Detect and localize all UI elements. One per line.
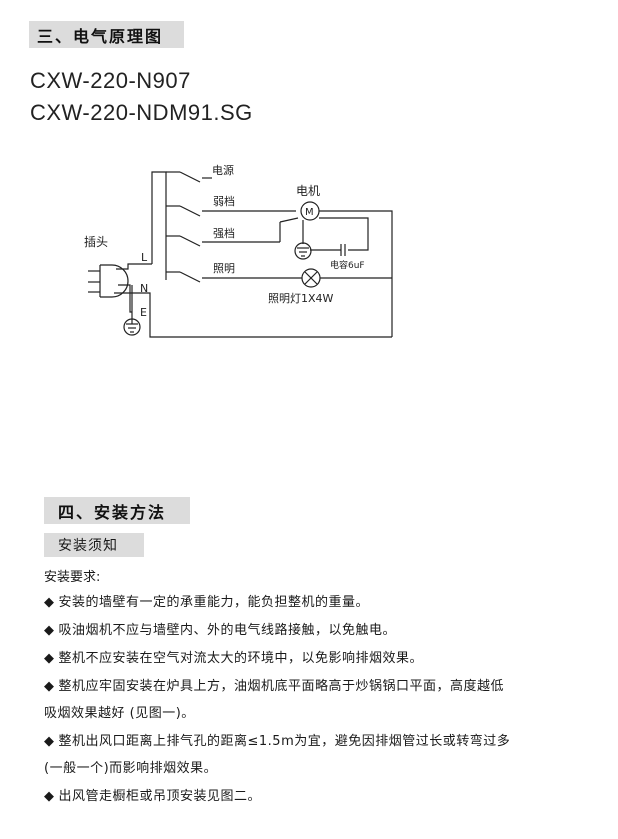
bullet-icon: ◆ [44,595,55,610]
bullet-icon: ◆ [44,789,55,804]
switch-power-label: 电源 [212,163,234,177]
bullet-icon: ◆ [44,734,55,749]
list-item-text: 整机应牢固安装在炉具上方，油烟机底平面略高于炒锅锅口平面，高度越低 [58,679,505,694]
list-item: ◆整机应牢固安装在炉具上方，油烟机底平面略高于炒锅锅口平面，高度越低 [44,672,594,701]
list-item: ◆整机出风口距离上排气孔的距离≤1.5m为宜，避免因排烟管过长或转弯过多 [44,727,594,756]
list-item: ◆安装的墙壁有一定的承重能力，能负担整机的重量。 [44,588,594,617]
motor-symbol-letter: M [305,207,314,218]
list-item-text: 整机不应安装在空气对流太大的环境中，以免影响排烟效果。 [58,651,424,666]
wiring-diagram: 插头 L N E 电源 弱档 强档 照 [84,163,393,338]
ground-symbol-plug [123,318,141,336]
ground-symbol-motor [294,242,312,260]
list-item: ◆整机不应安装在空气对流太大的环境中，以免影响排烟效果。 [44,644,594,673]
lamp-label: 照明灯1X4W [268,292,334,305]
section-4-subheading: 安装须知 [44,533,144,557]
section-3-heading: 三、电气原理图 [29,21,184,48]
model-number-2: CXW-220-NDM91.SG [30,100,253,125]
list-item-text: 整机出风口距离上排气孔的距离≤1.5m为宜，避免因排烟管过长或转弯过多 [58,734,511,749]
terminal-l-label: L [141,251,148,264]
model-number-1: CXW-220-N907 [30,68,191,93]
section-4-heading: 四、安装方法 [44,497,190,524]
motor-label: 电机 [296,184,320,198]
switch-low [166,205,296,217]
bullet-icon: ◆ [44,651,55,666]
bullet-icon: ◆ [44,679,55,694]
terminal-n-label: N [140,282,148,295]
switch-low-label: 弱档 [213,194,235,208]
list-item-text: 吸烟效果越好 (见图一)。 [44,706,195,721]
capacitor-symbol [310,244,346,256]
switch-light-label: 照明 [213,262,235,275]
list-item: ◆出风管走橱柜或吊顶安装见图二。 [44,782,594,811]
switch-high [166,217,299,247]
capacitor-label: 电容6uF [330,259,365,271]
requirements-title: 安装要求: [44,570,101,585]
list-item-continuation: (一般一个)而影响排烟效果。 [44,754,594,783]
plug-symbol [88,264,129,298]
list-item-text: 吸油烟机不应与墙壁内、外的电气线路接触，以免触电。 [58,623,397,638]
list-item: ◆吸油烟机不应与墙壁内、外的电气线路接触，以免触电。 [44,616,594,645]
switch-power [166,171,212,183]
list-item-text: (一般一个)而影响排烟效果。 [44,761,218,776]
switch-light [166,271,302,283]
switch-high-label: 强档 [213,226,235,240]
plug-label: 插头 [84,235,108,249]
list-item-text: 出风管走橱柜或吊顶安装见图二。 [58,789,262,804]
lamp-symbol [301,268,321,288]
bullet-icon: ◆ [44,623,55,638]
list-item-text: 安装的墙壁有一定的承重能力，能负担整机的重量。 [58,595,370,610]
terminal-e-label: E [140,306,147,319]
list-item-continuation: 吸烟效果越好 (见图一)。 [44,699,594,728]
